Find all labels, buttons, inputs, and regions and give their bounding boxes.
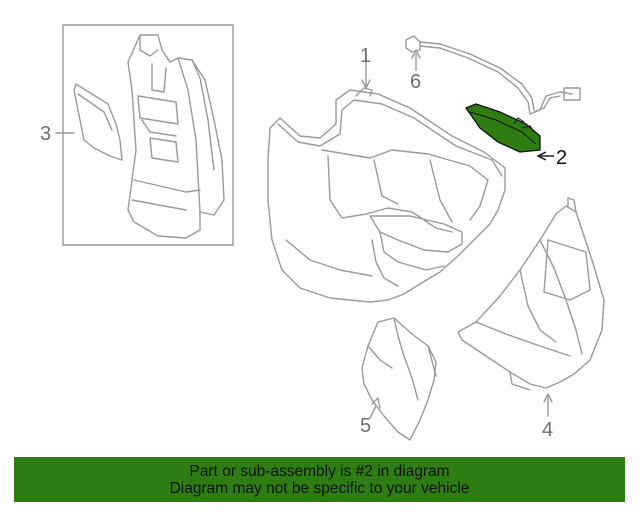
leader-5 (369, 405, 377, 419)
center-console-drawing (127, 34, 225, 239)
callout-1: 1 (360, 45, 371, 67)
part-3-inset[interactable] (62, 24, 234, 246)
info-banner: Part or sub-assembly is #2 in diagram Di… (14, 457, 625, 502)
callout-4: 4 (542, 419, 553, 441)
callout-5: 5 (360, 415, 371, 437)
leader-2-arrow (536, 151, 547, 161)
inset-frame (62, 24, 234, 246)
callout-6: 6 (410, 71, 421, 93)
callout-2: 2 (556, 147, 567, 169)
leader-5-arrow (371, 397, 381, 409)
parts-diagram: 1 2 3 4 5 6 (40, 24, 605, 441)
side-cover-drawing (73, 83, 123, 161)
part-5-lower-trim[interactable] (361, 317, 437, 441)
part-6-harness[interactable] (405, 35, 581, 115)
leader-6-arrow (411, 49, 421, 59)
part-2-highlighted-panel[interactable] (465, 103, 541, 153)
part-1-trim-panel[interactable] (267, 87, 506, 303)
part-4-quarter-trim[interactable] (457, 197, 605, 391)
banner-line-1: Part or sub-assembly is #2 in diagram (189, 462, 450, 480)
callout-3: 3 (40, 123, 51, 145)
leader-4-arrow (543, 393, 553, 403)
leader-1-arrow (361, 79, 371, 89)
banner-line-2: Diagram may not be specific to your vehi… (169, 479, 470, 497)
